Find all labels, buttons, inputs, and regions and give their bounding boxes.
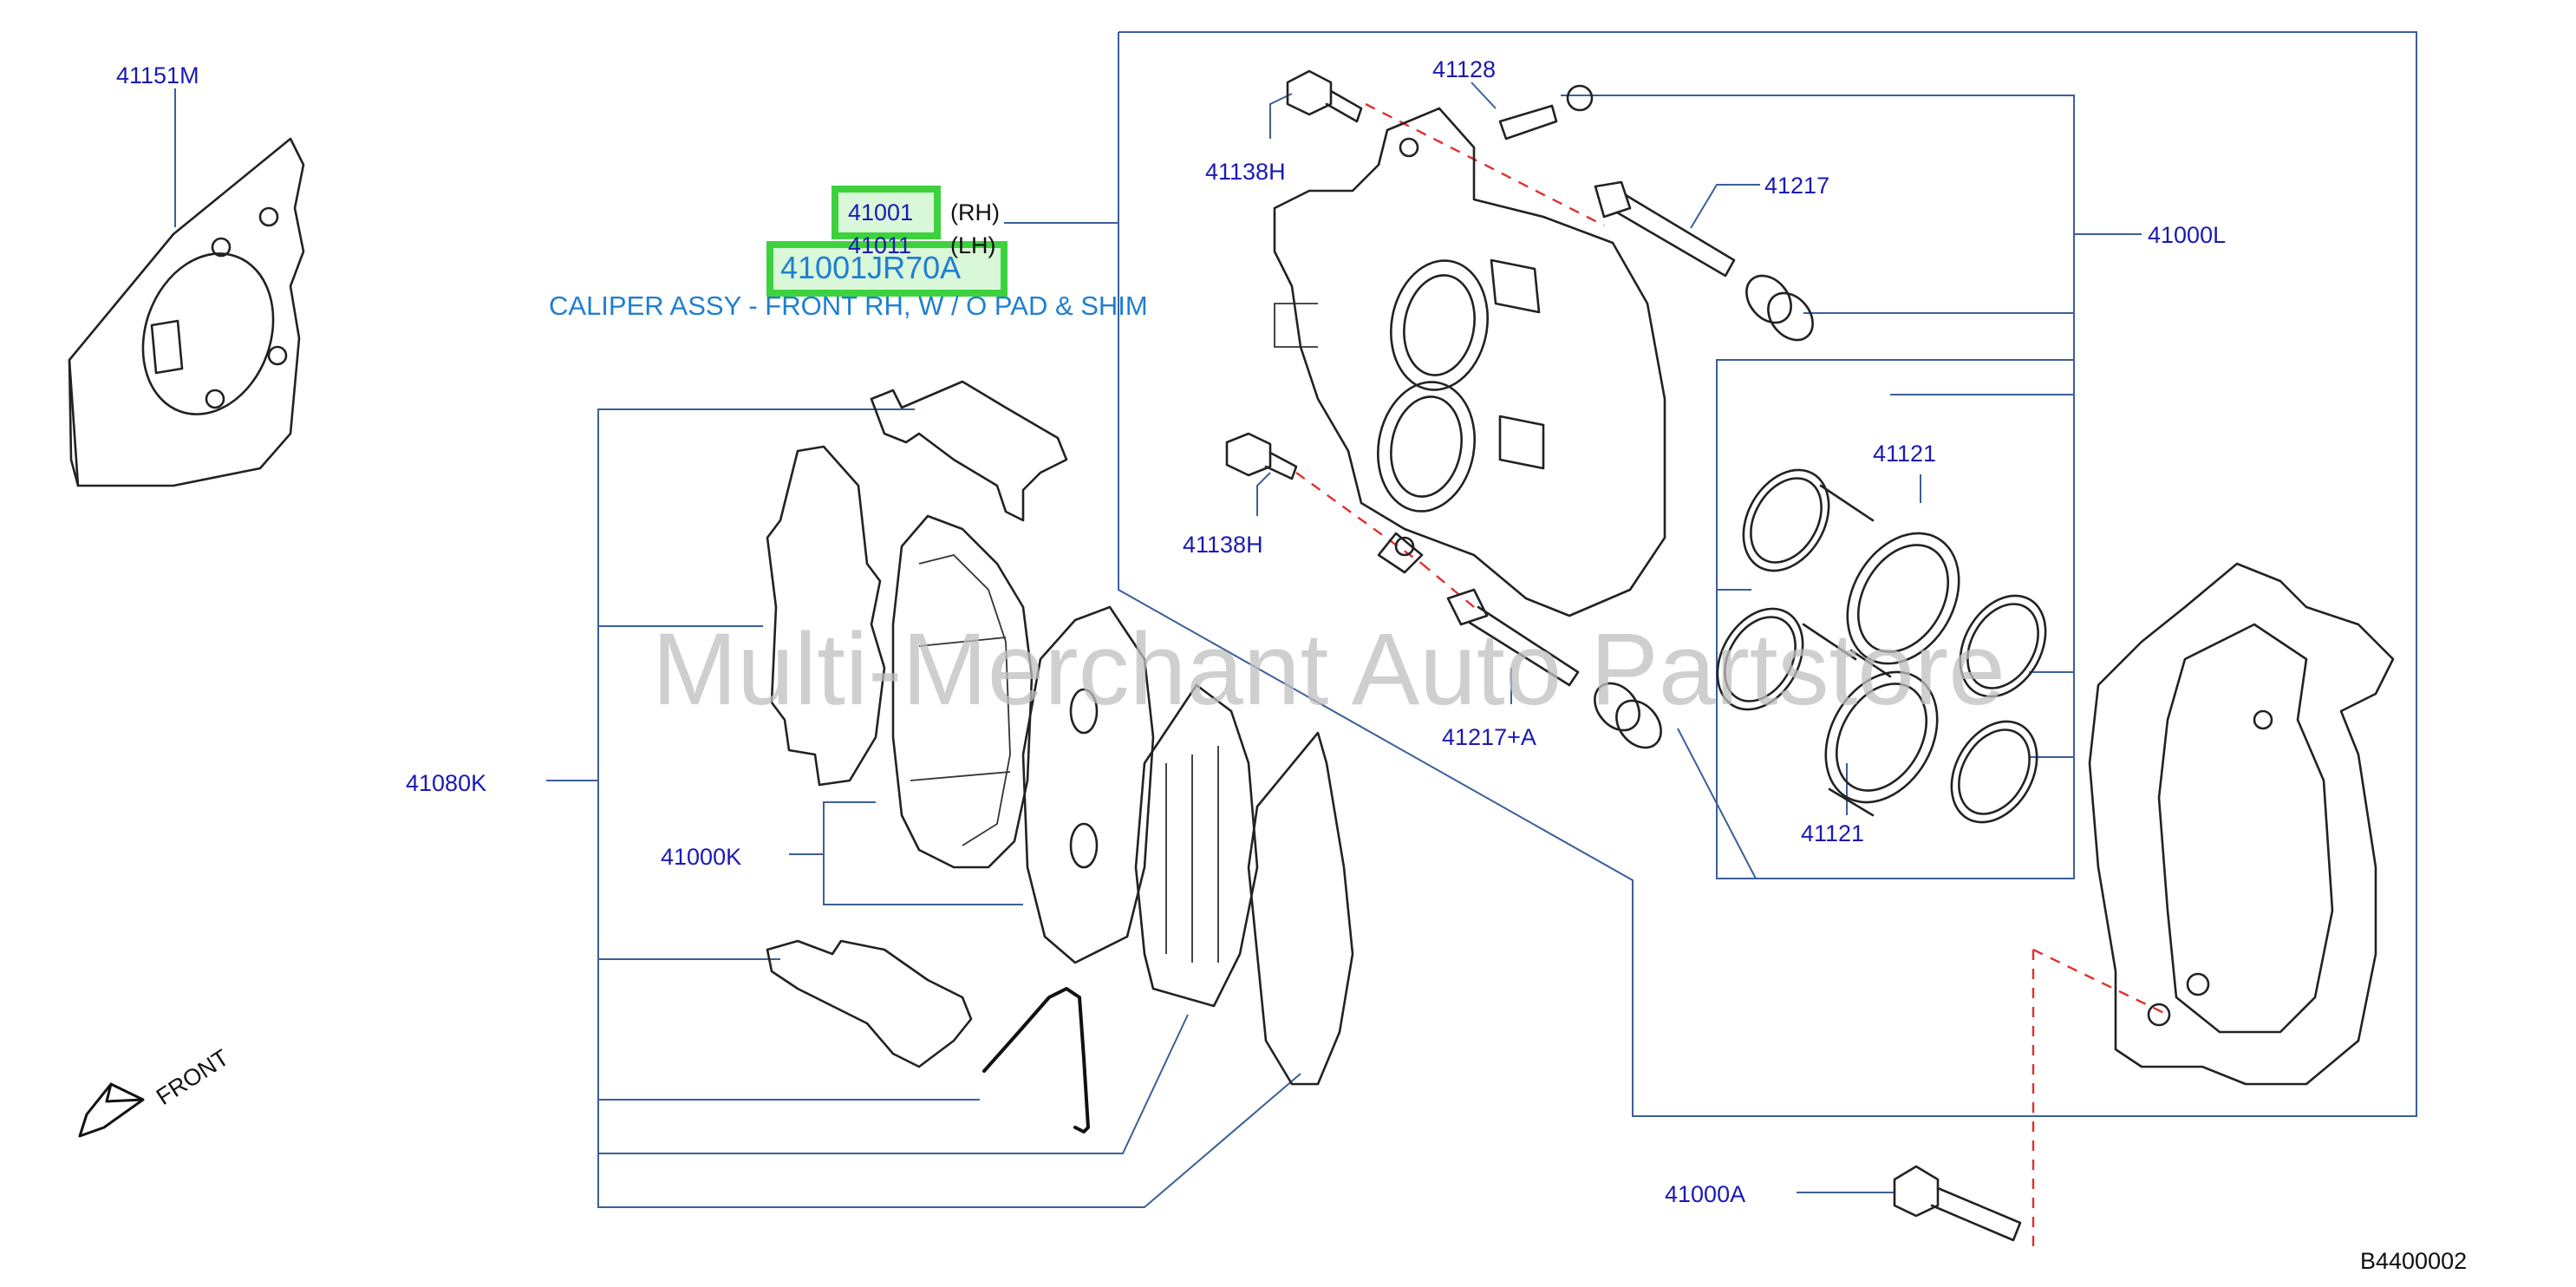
brake-pad-drawing-2 [1021, 605, 1155, 964]
splash-shield-drawing [68, 137, 305, 487]
callout-41121-top[interactable]: 41121 [1873, 441, 1936, 467]
shim-drawing-3 [1134, 683, 1259, 1008]
pad-spring-lower-drawing [766, 939, 973, 1068]
callout-41217A[interactable]: 41217+A [1442, 724, 1536, 750]
bleeder-screw-drawing [1498, 84, 1594, 140]
callout-41001-side: (RH) [950, 199, 1000, 225]
alignment-dashed-lines [1295, 102, 2168, 1249]
caliper-housing-drawing [1273, 107, 1666, 617]
torque-member-drawing [2088, 562, 2395, 1086]
callout-41001JR70A[interactable]: 41001JR70A [780, 250, 961, 285]
callout-41128[interactable]: 41128 [1432, 56, 1496, 82]
guide-pin-drawing [1594, 180, 1814, 342]
piston-seal-drawing [1716, 468, 2047, 824]
callout-41138H-bottom[interactable]: 41138H [1183, 532, 1263, 558]
arrow-down-left-icon [78, 1082, 145, 1138]
mounting-bolt-drawing [1893, 1165, 2022, 1242]
callout-41151M[interactable]: 41151M [116, 62, 199, 88]
callout-41001[interactable]: 41001 [848, 199, 913, 225]
watermark: Multi-Merchant Auto Partstore [652, 612, 2005, 727]
bolt-drawing-bottom [1225, 432, 1298, 480]
wire-spring-drawing [982, 987, 1090, 1133]
highlight-boxes [766, 186, 1008, 297]
shim-drawing-4 [1247, 731, 1354, 1086]
diagram-code: B4400002 [2360, 1248, 2467, 1274]
callout-41000L[interactable]: 41000L [2148, 222, 2226, 248]
callout-41000A[interactable]: 41000A [1665, 1181, 1745, 1207]
leader-lines [174, 31, 2417, 1208]
bolt-drawing-top [1286, 69, 1363, 123]
callout-41080K[interactable]: 41080K [406, 770, 486, 796]
callout-41011[interactable]: 41011 [848, 232, 911, 258]
callout-41121-bottom[interactable]: 41121 [1801, 820, 1864, 846]
shim-drawing-left [766, 445, 886, 787]
callout-41217[interactable]: 41217 [1764, 173, 1829, 199]
callout-41011-side: (LH) [950, 232, 996, 258]
front-label: FRONT [152, 1044, 233, 1110]
guide-pin-lower-drawing [1446, 588, 1662, 749]
brake-pad-drawing-1 [891, 514, 1034, 869]
pad-spring-upper-drawing [870, 380, 1068, 522]
callout-41000K[interactable]: 41000K [661, 844, 741, 870]
callout-41138H-top[interactable]: 41138H [1205, 159, 1286, 185]
caliper-description: CALIPER ASSY - FRONT RH, W / O PAD & SHI… [549, 291, 1148, 321]
